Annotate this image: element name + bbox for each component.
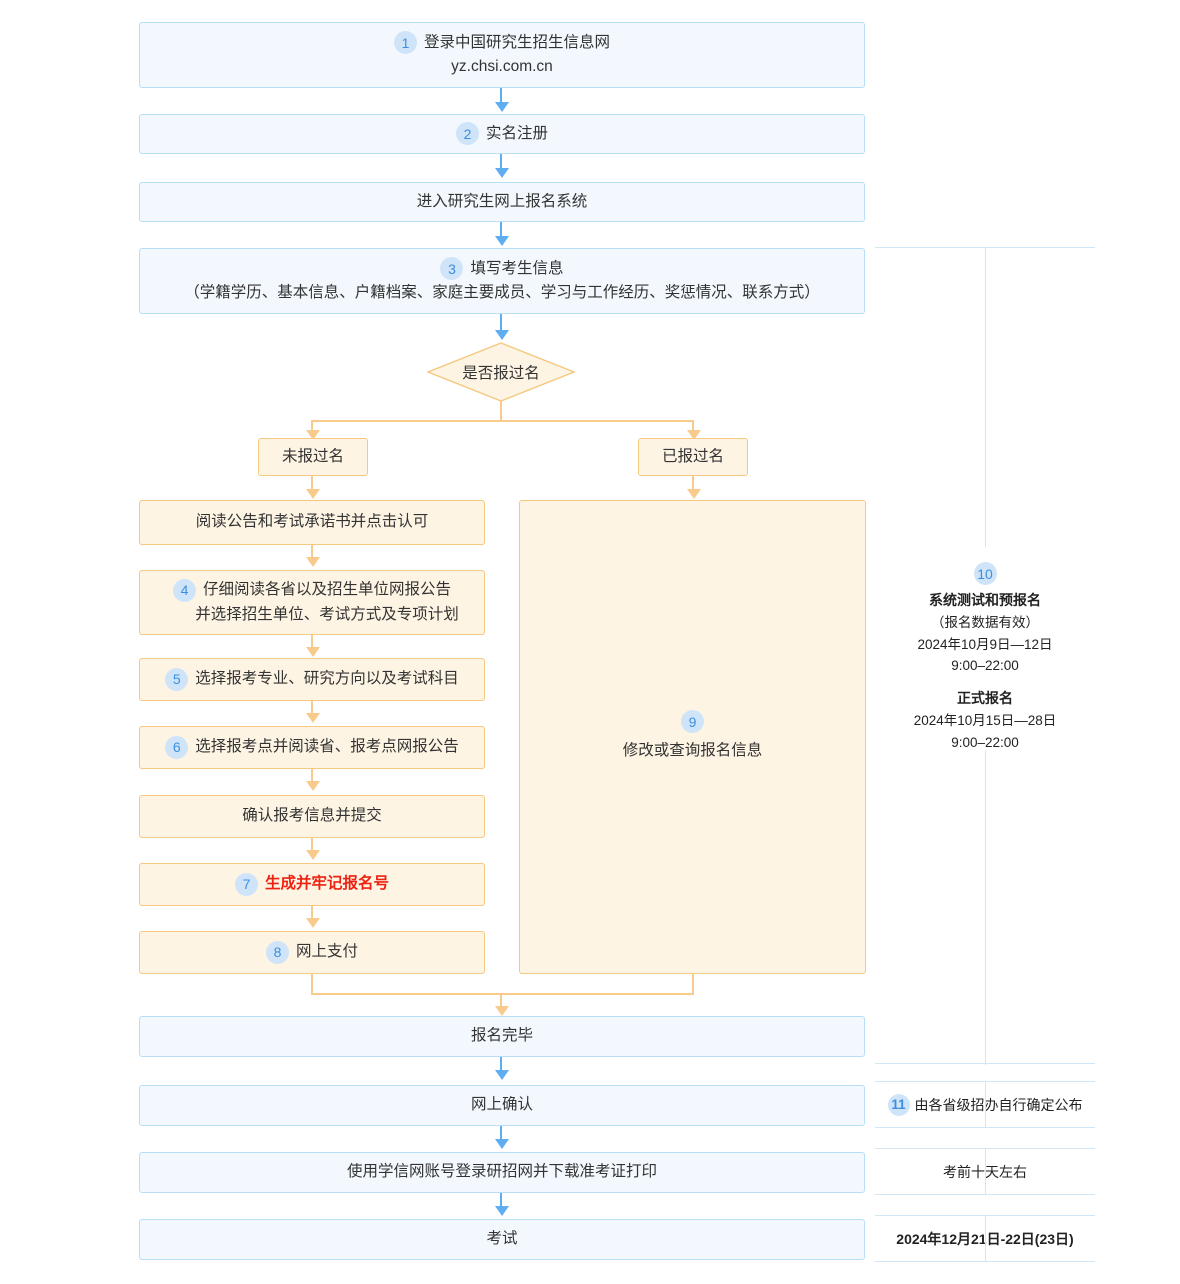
node-fill-candidate-info[interactable]: 3 填写考生信息 （学籍学历、基本信息、户籍档案、家庭主要成员、学习与工作经历、… [139, 248, 865, 314]
node-online-confirmation[interactable]: 网上确认 [139, 1085, 865, 1126]
node-select-institution-line1: 仔细阅读各省以及招生单位网报公告 [202, 581, 451, 599]
node-generate-registration-number-row: 7 生成并牢记报名号 [234, 872, 389, 896]
timeline-row-exam: 2024年12月21日-22日(23日) [875, 1216, 1095, 1261]
timeline-spine-upper [985, 247, 986, 547]
node-login-portal[interactable]: 1 登录中国研究生招生信息网 yz.chsi.com.cn [139, 22, 865, 88]
timeline-spine-lower [985, 750, 986, 1065]
branch-already-registered-label: 已报过名 [661, 447, 724, 465]
node-realname-register[interactable]: 2 实名注册 [139, 114, 865, 154]
timeline-step-10-time-a: 9:00–22:00 [951, 658, 1019, 674]
node-select-exam-site-row: 6 选择报考点并阅读省、报考点网报公告 [165, 735, 459, 759]
node-select-institution-row: 4 仔细阅读各省以及招生单位网报公告 [172, 578, 451, 602]
node-confirm-submit[interactable]: 确认报考信息并提交 [139, 795, 485, 838]
step-badge-8: 8 [265, 940, 289, 964]
timeline-tick-exam [985, 1215, 986, 1262]
node-online-confirmation-label: 网上确认 [470, 1096, 533, 1114]
step-badge-4: 4 [172, 578, 196, 602]
node-exam-label: 考试 [486, 1230, 518, 1248]
timeline-step-10-note-a: （报名数据有效） [931, 614, 1039, 630]
node-login-portal-title: 登录中国研究生招生信息网 [423, 33, 610, 51]
node-generate-registration-number-label: 生成并牢记报名号 [264, 875, 389, 893]
node-generate-registration-number[interactable]: 7 生成并牢记报名号 [139, 863, 485, 906]
node-modify-query-registration[interactable]: 9 修改或查询报名信息 [519, 500, 866, 974]
node-select-institution-line2: 并选择招生单位、考试方式及专项计划 [195, 605, 459, 623]
node-select-exam-site-label: 选择报考点并阅读省、报考点网报公告 [195, 738, 459, 756]
timeline-tick-confirm [985, 1081, 986, 1128]
node-select-major-label: 选择报考专业、研究方向以及考试科目 [195, 670, 459, 688]
branch-not-registered-label: 未报过名 [281, 447, 344, 465]
timeline-rule-done [875, 1063, 1095, 1064]
timeline-step-10-title-a: 系统测试和预报名 [929, 592, 1041, 608]
node-registration-complete[interactable]: 报名完毕 [139, 1016, 865, 1057]
node-realname-register-row: 2 实名注册 [455, 122, 548, 146]
node-download-admission-ticket-label: 使用学信网账号登录研招网并下载准考证打印 [346, 1163, 657, 1181]
node-fill-candidate-info-title: 填写考生信息 [470, 259, 564, 277]
node-online-payment[interactable]: 8 网上支付 [139, 931, 485, 974]
node-online-payment-row: 8 网上支付 [265, 940, 358, 964]
decision-registered-before[interactable]: 是否报过名 [427, 342, 575, 402]
timeline-step-10-date-b: 2024年10月15日—28日 [913, 712, 1057, 728]
step-badge-9: 9 [681, 710, 704, 734]
node-login-portal-line1: 1 登录中国研究生招生信息网 [393, 31, 610, 55]
node-select-exam-site[interactable]: 6 选择报考点并阅读省、报考点网报公告 [139, 726, 485, 769]
decision-label: 是否报过名 [462, 365, 540, 382]
timeline-step-10: 10 系统测试和预报名 （报名数据有效） 2024年10月9日—12日 9:00… [875, 562, 1095, 754]
timeline-step-10-time-b: 9:00–22:00 [951, 734, 1019, 750]
timeline-step-11: 11 由各省级招办自行确定公布 [875, 1082, 1095, 1127]
step-badge-1: 1 [393, 31, 417, 55]
node-enter-online-system-label: 进入研究生网上报名系统 [416, 192, 588, 210]
node-login-portal-url: yz.chsi.com.cn [451, 58, 553, 75]
step-badge-2: 2 [455, 122, 479, 146]
node-modify-query-registration-label: 修改或查询报名信息 [622, 742, 763, 760]
step-badge-6: 6 [165, 735, 189, 759]
timeline-step-10-date-a: 2024年10月9日—12日 [917, 636, 1053, 652]
node-download-admission-ticket[interactable]: 使用学信网账号登录研招网并下载准考证打印 [139, 1152, 865, 1193]
timeline-row-exam-label: 2024年12月21日-22日(23日) [896, 1229, 1073, 1249]
node-registration-complete-label: 报名完毕 [470, 1027, 533, 1045]
timeline-tick-ticket [985, 1148, 986, 1195]
branch-already-registered[interactable]: 已报过名 [638, 438, 748, 476]
step-badge-3: 3 [440, 257, 464, 281]
node-confirm-submit-label: 确认报考信息并提交 [242, 807, 382, 825]
node-online-payment-label: 网上支付 [295, 943, 358, 961]
node-read-announcement[interactable]: 阅读公告和考试承诺书并点击认可 [139, 500, 485, 545]
step-badge-5: 5 [165, 667, 189, 691]
node-read-announcement-label: 阅读公告和考试承诺书并点击认可 [195, 513, 429, 531]
node-enter-online-system[interactable]: 进入研究生网上报名系统 [139, 182, 865, 222]
timeline-step-10-title-b: 正式报名 [957, 690, 1013, 707]
node-fill-candidate-info-row: 3 填写考生信息 [440, 257, 564, 281]
node-select-major-row: 5 选择报考专业、研究方向以及考试科目 [165, 667, 459, 691]
step-badge-10: 10 [973, 562, 997, 585]
step-badge-7: 7 [234, 872, 258, 896]
node-select-institution[interactable]: 4 仔细阅读各省以及招生单位网报公告 并选择招生单位、考试方式及专项计划 [139, 570, 485, 635]
branch-not-registered[interactable]: 未报过名 [258, 438, 368, 476]
node-exam[interactable]: 考试 [139, 1219, 865, 1260]
step-badge-11: 11 [887, 1093, 910, 1116]
timeline-step-11-label: 由各省级招办自行确定公布 [914, 1096, 1083, 1113]
node-realname-register-label: 实名注册 [485, 124, 548, 142]
node-select-major[interactable]: 5 选择报考专业、研究方向以及考试科目 [139, 658, 485, 701]
node-fill-candidate-info-detail: （学籍学历、基本信息、户籍档案、家庭主要成员、学习与工作经历、奖惩情况、联系方式… [184, 284, 820, 301]
